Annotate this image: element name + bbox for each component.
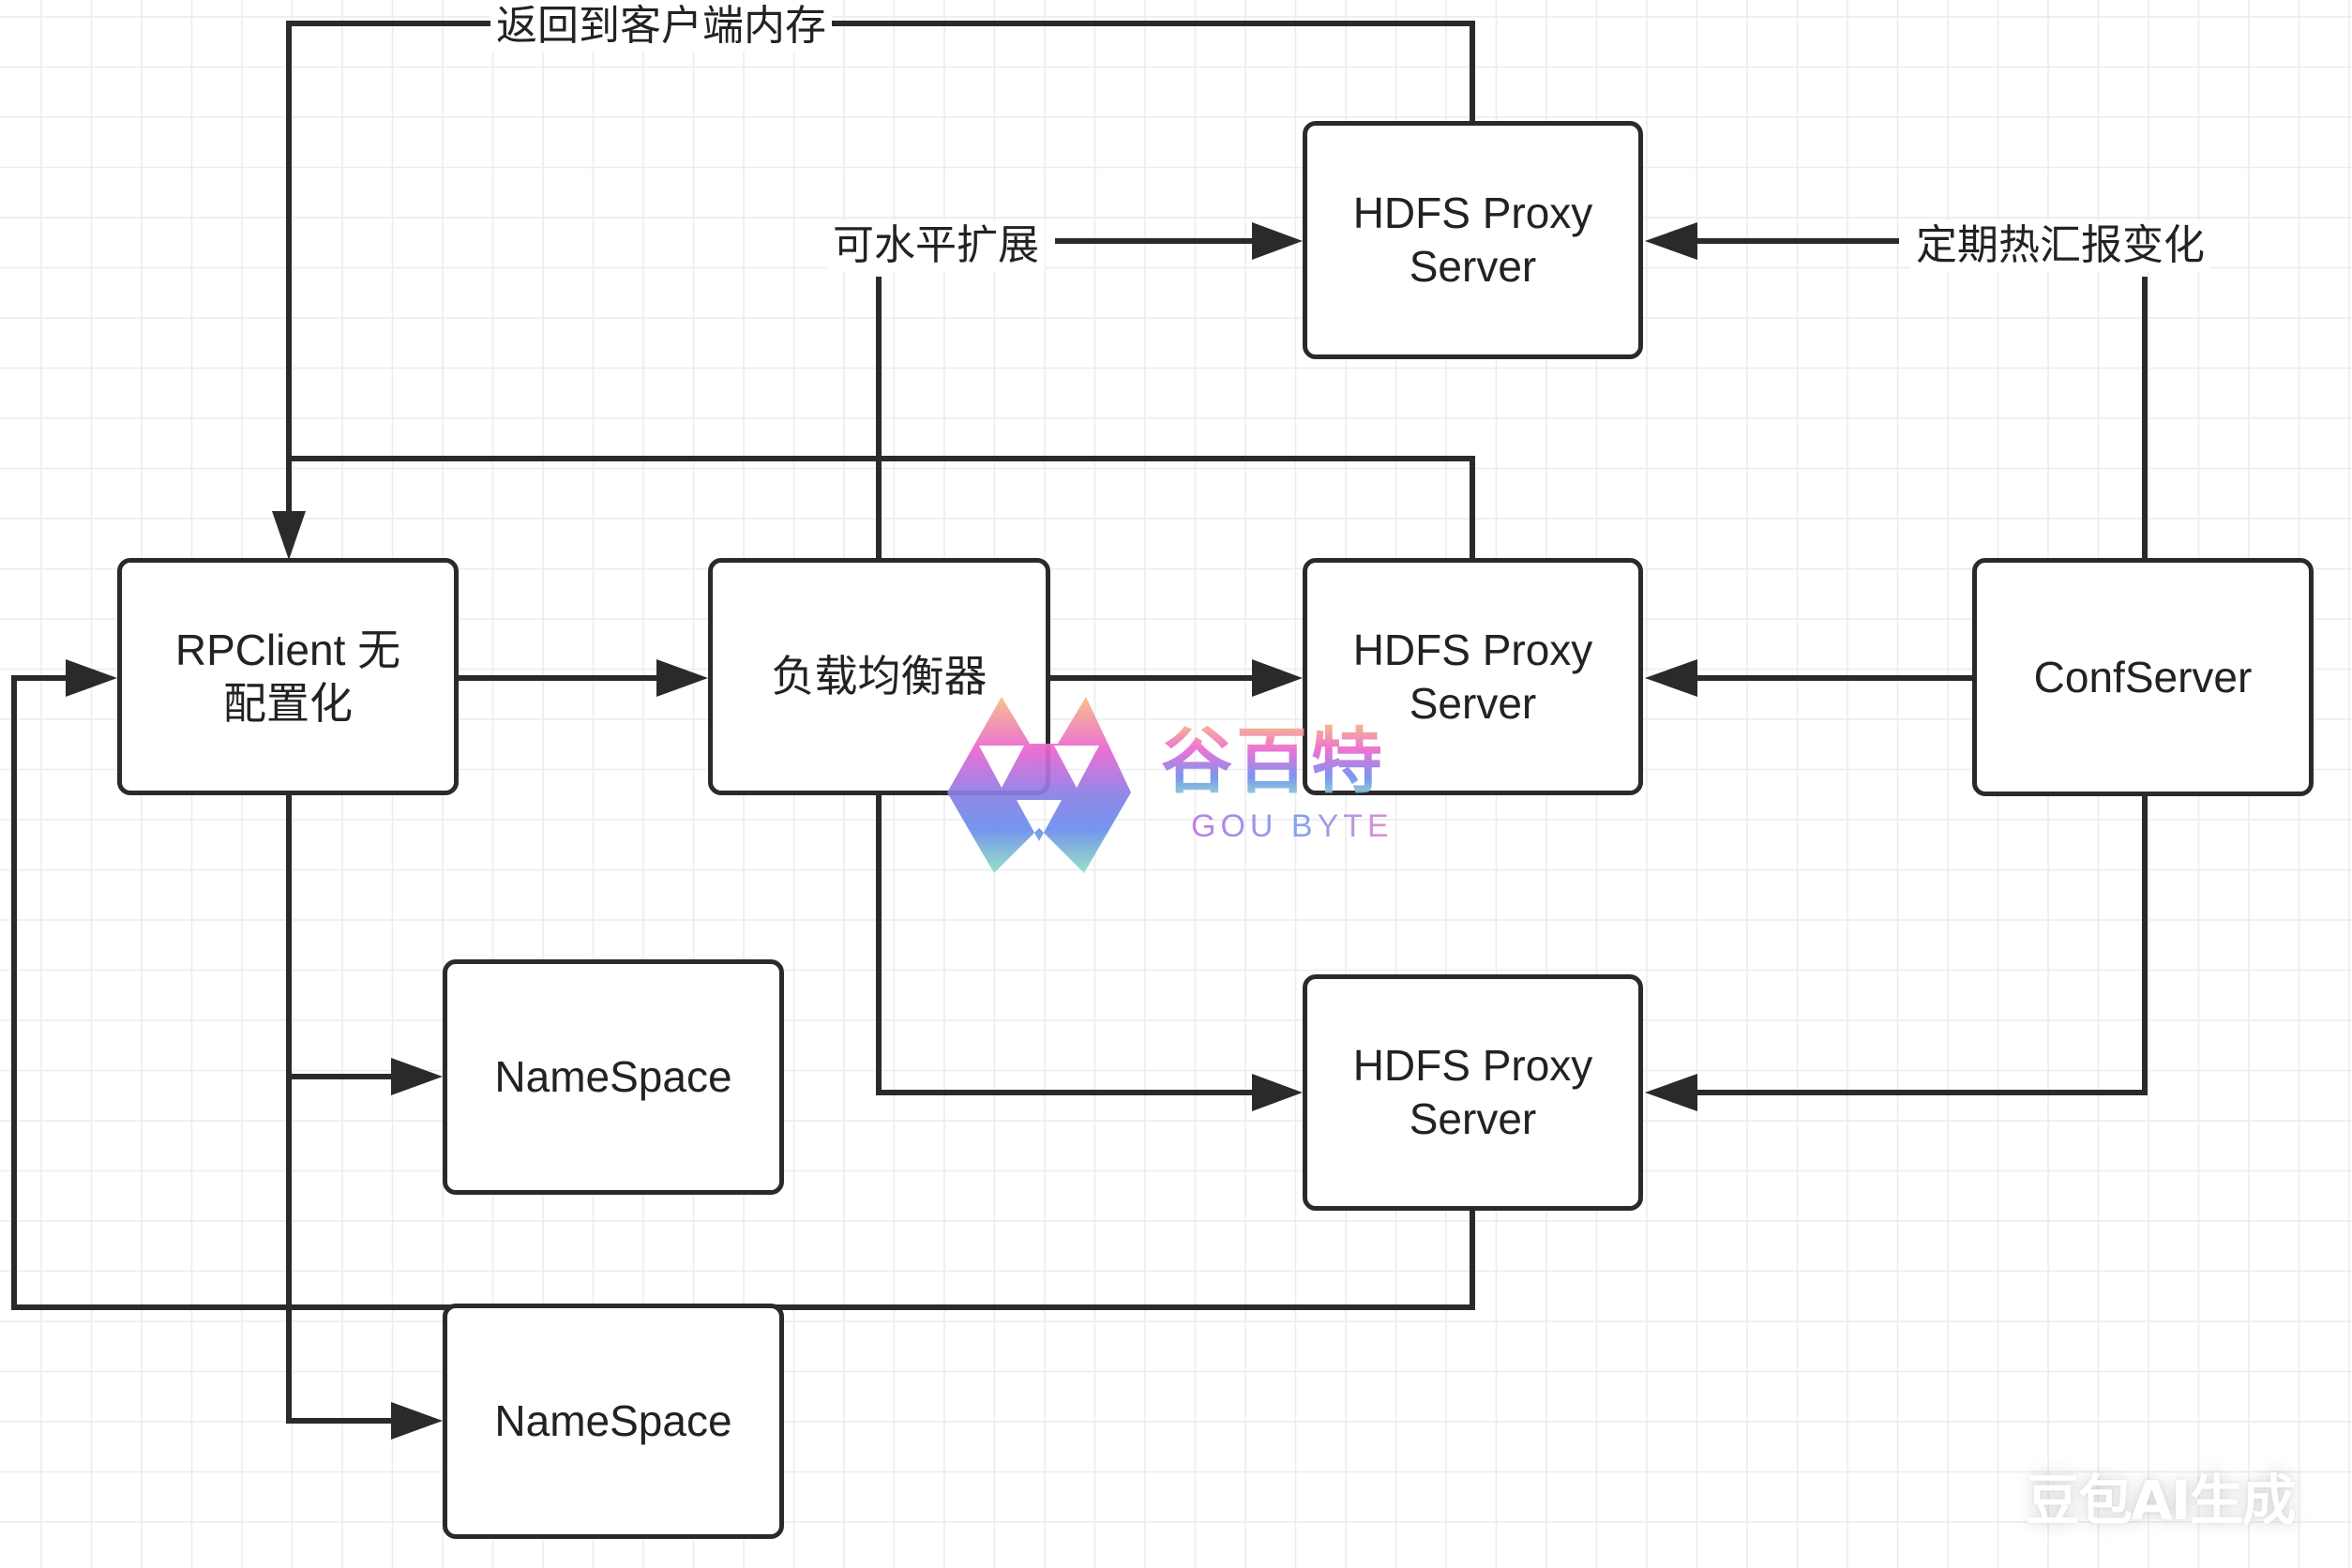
brand-watermark-en: GOU BYTE <box>1191 808 1394 844</box>
node-hdfs-bottom-line-1: HDFS Proxy <box>1352 1041 1593 1090</box>
arrowhead-left-hdfs-bottom <box>1645 1074 1697 1111</box>
edge-confserver-to-hdfs-bottom <box>1685 796 2148 1095</box>
edge-label-periodic-report: 定期热汇报变化 <box>1910 220 2210 271</box>
arrowhead-left-hdfs-top <box>1645 222 1697 260</box>
edge-label-horizontal-scale: 可水平扩展 <box>827 220 1045 271</box>
node-hdfs-top-line-2: Server <box>1409 242 1537 291</box>
node-hdfs-proxy-top[interactable]: HDFS Proxy Server <box>1303 121 1643 359</box>
edge-hdfs-top-to-rpclient <box>286 21 1475 525</box>
arrowhead-left-hdfs-mid <box>1645 659 1697 697</box>
brand-logo-icon <box>947 697 1131 873</box>
node-hdfs-proxy-bottom[interactable]: HDFS Proxy Server <box>1303 974 1643 1211</box>
node-rpclient-line-1: RPClient 无 <box>174 625 401 674</box>
node-namespace-2[interactable]: NameSpace <box>443 1304 784 1539</box>
arrowhead-right-namespace-2 <box>391 1402 443 1440</box>
node-rpclient-line-2: 配置化 <box>222 678 353 728</box>
node-hdfs-mid-line-2: Server <box>1409 678 1537 728</box>
node-namespace-1-label: NameSpace <box>494 1052 732 1101</box>
node-hdfs-proxy-middle[interactable]: HDFS Proxy Server <box>1303 558 1643 795</box>
node-namespace-1[interactable]: NameSpace <box>443 959 784 1195</box>
node-hdfs-mid-line-1: HDFS Proxy <box>1352 625 1593 674</box>
node-confserver-label: ConfServer <box>2033 652 2253 701</box>
arrowhead-right-namespace-1 <box>391 1058 443 1095</box>
edge-label-return-to-client: 返回到客户端内存 <box>490 1 832 52</box>
node-hdfs-top-line-1: HDFS Proxy <box>1352 188 1593 237</box>
node-confserver[interactable]: ConfServer <box>1972 558 2314 796</box>
arrowhead-right-rpclient-left <box>66 659 117 697</box>
arrowhead-right-balancer <box>656 659 708 697</box>
arrowhead-down-rpclient <box>272 511 306 560</box>
node-load-balancer[interactable]: 负载均衡器 <box>708 558 1050 795</box>
edge-hdfs-bottom-to-rpclient <box>11 675 1475 1310</box>
edge-balancer-to-hdfs-bottom <box>876 793 1262 1095</box>
node-hdfs-bottom-line-2: Server <box>1409 1094 1537 1143</box>
brand-watermark-cn: 谷百特 <box>1161 719 1386 803</box>
node-namespace-2-label: NameSpace <box>494 1396 732 1445</box>
node-rpclient[interactable]: RPClient 无 配置化 <box>117 558 459 795</box>
ai-generated-watermark: 豆包AI生成 <box>2026 1469 2296 1532</box>
arrowhead-right-hdfs-top <box>1252 222 1303 260</box>
arrowhead-right-hdfs-bottom <box>1252 1074 1303 1111</box>
node-load-balancer-label: 负载均衡器 <box>771 652 988 701</box>
edge-rpclient-to-namespace-2 <box>286 795 402 1424</box>
edge-hdfs-mid-to-rpclient <box>289 456 1475 560</box>
arrowhead-right-hdfs-mid <box>1252 659 1303 697</box>
